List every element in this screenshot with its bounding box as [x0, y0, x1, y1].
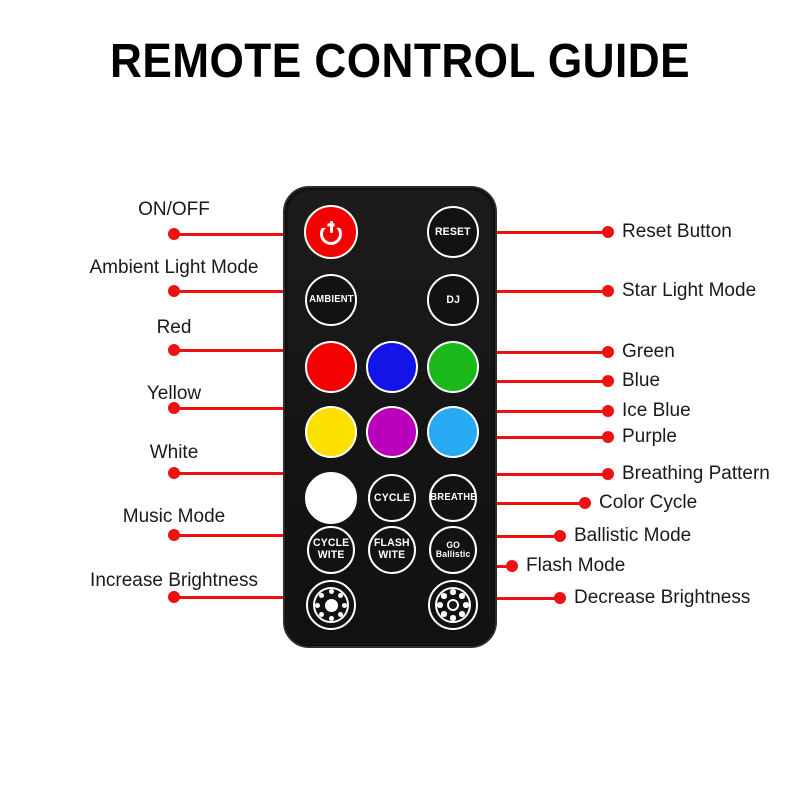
callout-line-green — [451, 350, 608, 354]
power-icon — [320, 221, 342, 245]
remote-button-breathe[interactable]: BREATHE — [429, 474, 477, 522]
callout-label-flash-mode: Flash Mode — [526, 555, 626, 576]
remote-button-label-reset: RESET — [435, 225, 471, 238]
callout-label-ballistic-mode: Ballistic Mode — [574, 525, 692, 546]
callout-line-white — [174, 471, 329, 475]
remote-button-brightness-up[interactable] — [306, 580, 356, 630]
page-title: REMOTE CONTROL GUIDE — [109, 35, 691, 88]
callout-label-blue: Blue — [622, 370, 661, 391]
remote-button-label-dj: DJ — [446, 293, 460, 306]
callout-label-star-light-mode: Star Light Mode — [622, 280, 757, 301]
callout-line-yellow — [174, 406, 329, 410]
remote-button-blue[interactable] — [366, 341, 418, 393]
callout-dot-purple — [602, 431, 614, 443]
callout-line-ice-blue — [451, 409, 608, 413]
callout-label-color-cycle: Color Cycle — [599, 492, 698, 513]
callout-line-ballistic-mode — [451, 534, 560, 538]
callout-dot-decrease-brightness — [554, 592, 566, 604]
remote-button-reset[interactable]: RESET — [427, 206, 479, 258]
callout-label-green: Green — [622, 341, 675, 362]
callout-dot-yellow — [168, 402, 180, 414]
remote-button-label-cycle: CYCLE — [373, 491, 411, 504]
brightness-increase-icon — [312, 586, 350, 624]
callout-line-h-purple — [386, 435, 608, 439]
callout-label-purple: Purple — [622, 426, 677, 447]
remote-button-label-breathe: BREATHE — [429, 492, 477, 503]
callout-line-red — [174, 348, 329, 352]
callout-line-decrease-brightness — [451, 596, 560, 600]
callout-label-reset-button: Reset Button — [622, 221, 732, 242]
callout-dot-color-cycle — [579, 497, 591, 509]
callout-line-reset-button — [451, 230, 608, 234]
callout-label-yellow: Yellow — [146, 383, 202, 404]
callout-dot-green — [602, 346, 614, 358]
callout-dot-blue — [602, 375, 614, 387]
callout-dot-white — [168, 467, 180, 479]
callout-dot-flash-mode — [506, 560, 518, 572]
remote-button-cycle[interactable]: CYCLE — [368, 474, 416, 522]
remote-button-green[interactable] — [427, 341, 479, 393]
callout-dot-music-mode — [168, 529, 180, 541]
callout-label-breathing-pattern: Breathing Pattern — [622, 463, 770, 484]
callout-label-decrease-brightness: Decrease Brightness — [574, 587, 751, 608]
callout-line-h-blue — [386, 379, 608, 383]
callout-label-red: Red — [156, 317, 192, 338]
callout-dot-breathing-pattern — [602, 468, 614, 480]
callout-dot-on-off — [168, 228, 180, 240]
remote-button-white[interactable] — [305, 472, 357, 524]
remote-button-purple[interactable] — [366, 406, 418, 458]
callout-line-star-light-mode — [451, 289, 608, 293]
callout-label-music-mode: Music Mode — [122, 506, 226, 527]
callout-line-increase-brightness — [174, 595, 329, 599]
callout-dot-red — [168, 344, 180, 356]
callout-line-ambient-light-mode — [174, 289, 329, 293]
remote-button-ice-blue[interactable] — [427, 406, 479, 458]
callout-dot-reset-button — [602, 226, 614, 238]
callout-line-breathing-pattern — [451, 472, 608, 476]
callout-line-on-off — [174, 232, 329, 236]
remote-button-dj[interactable]: DJ — [427, 274, 479, 326]
remote-button-ambient[interactable]: AMBIENT — [305, 274, 357, 326]
remote-button-brightness-down[interactable] — [428, 580, 478, 630]
brightness-decrease-icon — [434, 586, 472, 624]
callout-label-ambient-light-mode: Ambient Light Mode — [89, 257, 259, 278]
remote-button-red[interactable] — [305, 341, 357, 393]
callout-label-ice-blue: Ice Blue — [622, 400, 691, 421]
callout-dot-star-light-mode — [602, 285, 614, 297]
callout-dot-ice-blue — [602, 405, 614, 417]
remote-button-label-ambient: AMBIENT — [308, 294, 354, 305]
callout-dot-increase-brightness — [168, 591, 180, 603]
callout-dot-ambient-light-mode — [168, 285, 180, 297]
remote-button-power[interactable] — [304, 205, 358, 259]
callout-label-white: White — [149, 442, 199, 463]
remote-button-yellow[interactable] — [305, 406, 357, 458]
callout-dot-ballistic-mode — [554, 530, 566, 542]
callout-label-on-off: ON/OFF — [138, 199, 210, 220]
callout-label-increase-brightness: Increase Brightness — [90, 570, 258, 591]
callout-line-music-mode — [174, 533, 329, 537]
